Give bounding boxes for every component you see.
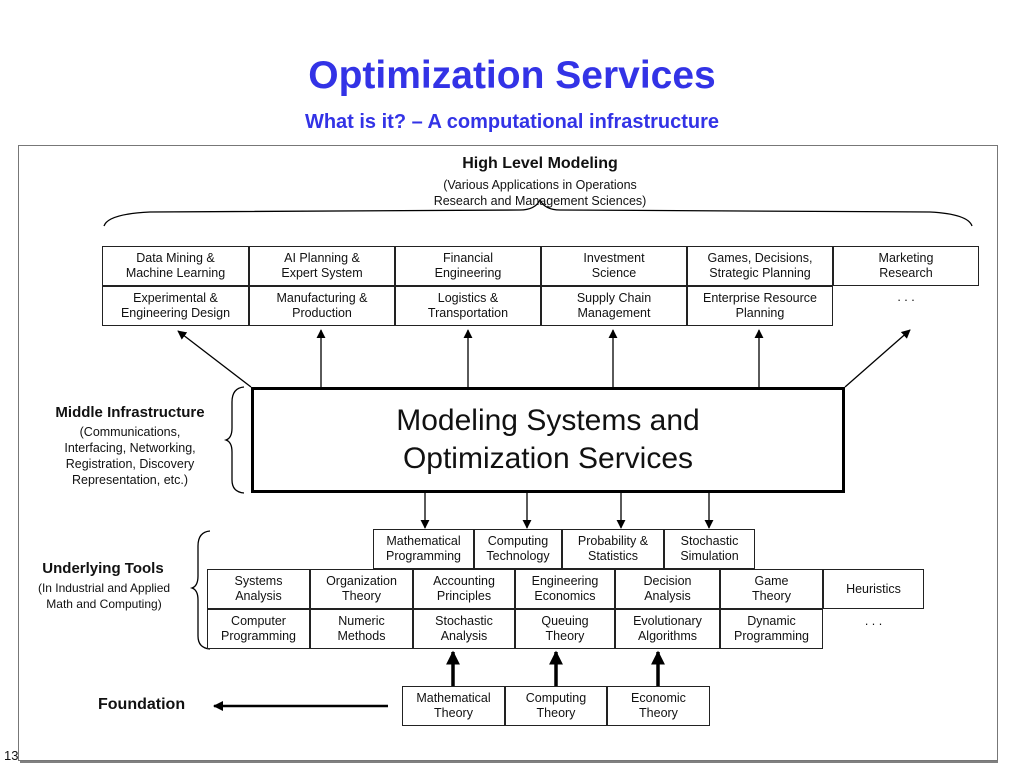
- app-box: Financial Engineering: [395, 246, 541, 286]
- high-level-title: High Level Modeling: [462, 155, 618, 172]
- underlying-tools-description: (In Industrial and Applied Math and Comp…: [37, 581, 171, 611]
- app-box: Manufacturing & Production: [249, 286, 395, 326]
- tool-box: Numeric Methods: [310, 609, 413, 649]
- tool-box: Organization Theory: [310, 569, 413, 609]
- middle-infrastructure-title: Middle Infrastructure: [55, 404, 205, 421]
- high-level-description: (Various Applications in Operations Rese…: [433, 178, 647, 208]
- foundation-label: Foundation: [98, 696, 186, 713]
- app-box: Supply Chain Management: [541, 286, 687, 326]
- app-box: Games, Decisions, Strategic Planning: [687, 246, 833, 286]
- tool-box: Accounting Principles: [413, 569, 515, 609]
- tool-box: Dynamic Programming: [720, 609, 823, 649]
- slide-title: Optimization Services: [308, 54, 716, 97]
- app-box: Logistics & Transportation: [395, 286, 541, 326]
- tool-box: Mathematical Programming: [373, 529, 474, 569]
- diagram-frame: [18, 145, 998, 761]
- foundation-box: Mathematical Theory: [402, 686, 505, 726]
- central-box: Modeling Systems and Optimization Servic…: [251, 387, 845, 493]
- app-box: Enterprise Resource Planning: [687, 286, 833, 326]
- app-box: Investment Science: [541, 246, 687, 286]
- page-number: 13: [4, 748, 19, 763]
- app-box: Experimental & Engineering Design: [102, 286, 249, 326]
- tool-box: Engineering Economics: [515, 569, 615, 609]
- foundation-box: Computing Theory: [505, 686, 607, 726]
- tool-box: Stochastic Simulation: [664, 529, 755, 569]
- app-box: Data Mining & Machine Learning: [102, 246, 249, 286]
- tool-box: Systems Analysis: [207, 569, 310, 609]
- tool-box: Computer Programming: [207, 609, 310, 649]
- tool-box: Heuristics: [823, 569, 924, 609]
- tool-box: Stochastic Analysis: [413, 609, 515, 649]
- tool-box: Probability & Statistics: [562, 529, 664, 569]
- middle-infrastructure-description: (Communications, Interfacing, Networking…: [64, 425, 196, 487]
- tool-box: Decision Analysis: [615, 569, 720, 609]
- tool-box: Game Theory: [720, 569, 823, 609]
- tool-box-ellipsis: . . .: [823, 614, 924, 644]
- app-box: AI Planning & Expert System: [249, 246, 395, 286]
- tool-box: Evolutionary Algorithms: [615, 609, 720, 649]
- foundation-box: Economic Theory: [607, 686, 710, 726]
- slide-subtitle: What is it? – A computational infrastruc…: [304, 111, 720, 133]
- app-box: Marketing Research: [833, 246, 979, 286]
- tool-box: Computing Technology: [474, 529, 562, 569]
- app-box-ellipsis: . . .: [833, 290, 979, 320]
- tool-box: Queuing Theory: [515, 609, 615, 649]
- underlying-tools-title: Underlying Tools: [42, 560, 164, 577]
